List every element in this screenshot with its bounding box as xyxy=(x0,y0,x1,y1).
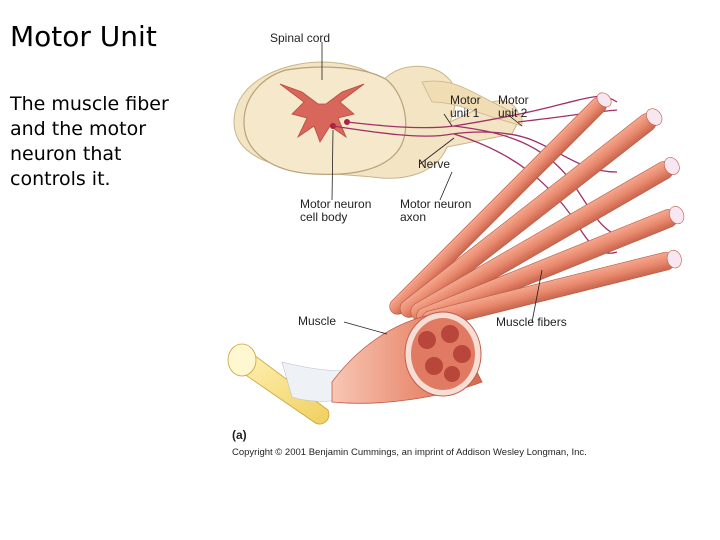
label-spinal-cord: Spinal cord xyxy=(270,31,330,45)
label-cell-body-line1: Motor neuron xyxy=(300,197,371,211)
muscle-fibers xyxy=(389,92,685,330)
label-motor-unit-1-line1: Motor xyxy=(450,93,481,107)
label-nerve: Nerve xyxy=(418,157,450,171)
motor-unit-diagram: Spinal cord Motor unit 1 Motor unit 2 Ne… xyxy=(227,31,685,458)
copyright-text: Copyright © 2001 Benjamin Cummings, an i… xyxy=(232,447,587,458)
label-axon-line2: axon xyxy=(400,210,426,224)
label-muscle: Muscle xyxy=(298,314,336,328)
label-cell-body-line2: cell body xyxy=(300,210,347,224)
leader-lines xyxy=(321,42,543,335)
spinal-cord-illustration xyxy=(233,61,523,179)
label-motor-unit-1-line2: unit 1 xyxy=(450,106,480,120)
panel-tag: (a) xyxy=(232,428,247,442)
label-axon-line1: Motor neuron xyxy=(400,197,471,211)
label-motor-unit-2-line1: Motor xyxy=(498,93,529,107)
muscle-belly xyxy=(331,311,483,404)
label-muscle-fibers: Muscle fibers xyxy=(496,315,567,329)
label-motor-unit-2-line2: unit 2 xyxy=(498,106,528,120)
slide-body-text: The muscle fiber and the motor neuron th… xyxy=(10,93,169,190)
slide-title: Motor Unit xyxy=(10,20,157,53)
